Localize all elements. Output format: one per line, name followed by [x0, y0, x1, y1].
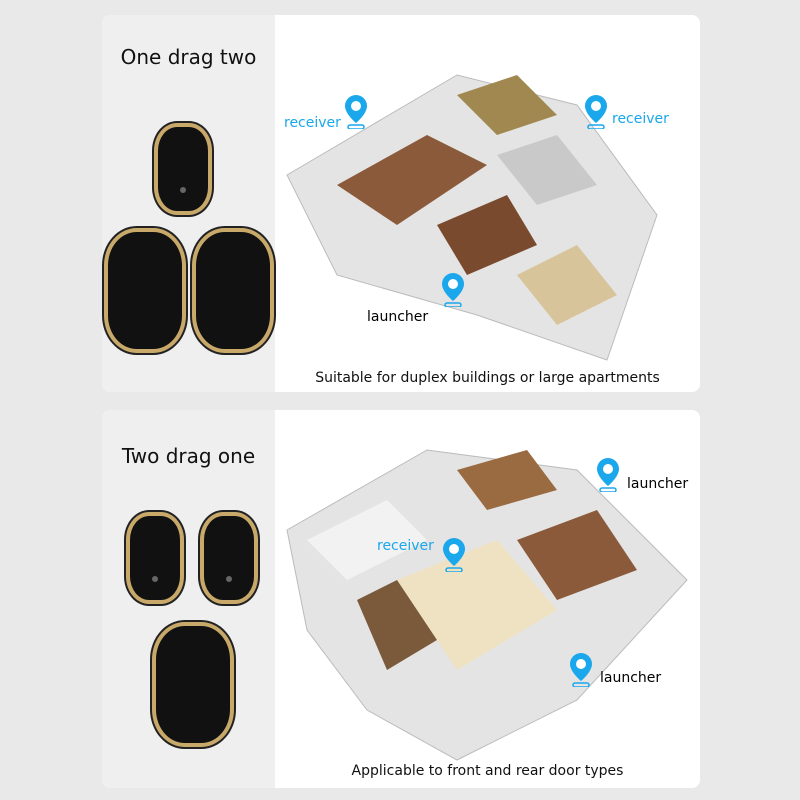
receiver-pin-icon [443, 538, 465, 572]
doorbell-receiver [152, 622, 234, 747]
receiver-label: receiver [612, 111, 669, 127]
panel-title: Two drag one [121, 444, 256, 468]
panel-two-drag-one: Two drag one launcher receiver launcher … [102, 410, 700, 788]
panel-caption: Suitable for duplex buildings or large a… [315, 370, 660, 386]
doorbell-transmitter [126, 512, 184, 604]
product-panel: One drag two [102, 15, 275, 392]
doorbell-receiver [104, 228, 186, 353]
launcher-label: launcher [627, 476, 689, 492]
panel-caption: Applicable to front and rear door types [351, 763, 624, 779]
panel-one-drag-two: One drag two receiver receiver launcher … [102, 15, 700, 392]
launcher-pin-icon [597, 458, 619, 492]
launcher-pin-icon [570, 653, 592, 687]
launcher-label: launcher [600, 670, 662, 686]
floor-plan-illustration [286, 74, 658, 361]
launcher-pin-icon [442, 273, 464, 307]
receiver-label: receiver [284, 115, 341, 131]
receiver-pin-icon [585, 95, 607, 129]
floor-plan-illustration [286, 449, 688, 761]
doorbell-transmitter [200, 512, 258, 604]
panel-title: One drag two [120, 45, 257, 69]
receiver-pin-icon [345, 95, 367, 129]
launcher-label: launcher [367, 309, 429, 325]
receiver-label: receiver [377, 538, 434, 554]
product-panel: Two drag one [102, 410, 275, 788]
doorbell-receiver [192, 228, 274, 353]
doorbell-transmitter [154, 123, 212, 215]
